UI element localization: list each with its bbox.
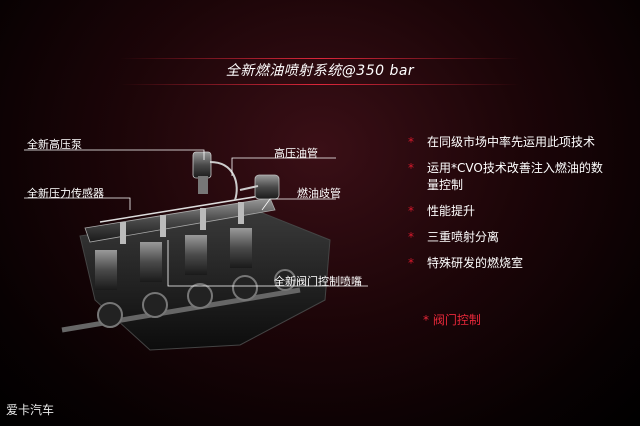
pump-callout-line <box>24 149 205 160</box>
label-pressure-sensor: 全新压力传感器 <box>27 187 104 200</box>
list-item: 量控制 <box>427 178 464 192</box>
pipe-callout-line <box>231 157 336 176</box>
footnote: * 阀门控制 <box>423 313 481 327</box>
label-high-pressure-pipe: 高压油管 <box>274 147 318 160</box>
fuel-rail-shape <box>84 195 276 244</box>
list-item: *特殊研发的燃烧室 <box>408 256 524 270</box>
callout-lines <box>24 149 368 287</box>
pump-shape <box>192 151 238 201</box>
sensor-callout-line <box>24 197 131 210</box>
injector-callout-line <box>167 240 368 287</box>
title-band: 全新燃油喷射系统@350 bar <box>120 48 520 92</box>
list-item: *三重喷射分离 <box>408 230 500 244</box>
title-top-line <box>120 58 520 59</box>
label-injector: 全新阀门控制喷嘴 <box>274 275 362 288</box>
watermark: 爱卡汽车 <box>6 403 55 417</box>
rail-callout-line <box>261 198 336 211</box>
title-bottom-line <box>120 84 520 85</box>
list-item: *运用*CVO技术改善注入燃油的数 <box>408 161 603 175</box>
list-item: *在同级市场中率先运用此项技术 <box>408 135 596 149</box>
list-item: *性能提升 <box>408 204 476 218</box>
engine-block <box>61 209 331 351</box>
slide-title: 全新燃油喷射系统@350 bar <box>225 63 415 79</box>
rail-end-shape <box>239 174 280 200</box>
feature-list: *在同级市场中率先运用此项技术 *运用*CVO技术改善注入燃油的数 量控制 *性… <box>408 134 638 281</box>
label-fuel-rail: 燃油歧管 <box>297 187 341 200</box>
label-high-pressure-pump: 全新高压泵 <box>27 138 82 151</box>
